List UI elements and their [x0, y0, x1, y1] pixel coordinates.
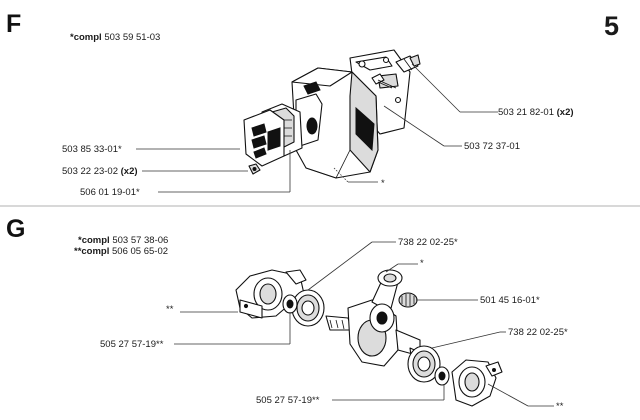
section-f-compl-prefix: *compl [70, 32, 102, 43]
callout-g-3-number: 501 45 16-01* [480, 295, 540, 306]
callout-f-2: 503 72 37-01 [464, 141, 520, 152]
muffler-body [291, 67, 379, 179]
callout-g-8-number: ** [556, 401, 564, 412]
muffler-cover [243, 109, 285, 167]
callout-f-3: 503 85 33-01* [62, 144, 122, 155]
callout-g-3: 501 45 16-01* [480, 295, 540, 306]
section-g-compl-1: *compl 503 57 38-06 [78, 235, 168, 246]
section-g-letter: G [6, 215, 25, 243]
callout-g-7-number: 505 27 57-19** [256, 395, 320, 406]
callout-f-1-qty: (x2) [557, 107, 574, 118]
muffler-nut [248, 163, 261, 175]
callout-f-4-qty: (x2) [121, 166, 138, 177]
callout-g-1: 738 22 02-25* [398, 237, 458, 248]
callout-g-4: ** [166, 304, 174, 315]
callout-f-6: 506 01 19-01* [80, 187, 140, 198]
muffler-screw-2 [371, 73, 397, 89]
left-bearing [291, 289, 325, 327]
callout-g-1-number: 738 22 02-25* [398, 237, 458, 248]
callout-f-1-number: 503 21 82-01 [498, 107, 554, 118]
callout-g-7: 505 27 57-19** [256, 395, 320, 406]
section-f-compl-number: 503 59 51-03 [104, 32, 160, 43]
callout-g-2: * [420, 258, 424, 269]
muffler-assembly [243, 49, 421, 179]
section-f-leaders [136, 63, 498, 193]
callout-f-5: * [381, 178, 385, 189]
callout-g-5-number: 505 27 57-19** [100, 339, 164, 350]
crankshaft-assembly [235, 269, 503, 407]
page-number: 5 [604, 11, 619, 41]
callout-g-5: 505 27 57-19** [100, 339, 164, 350]
section-g-leaders [174, 241, 554, 407]
section-f-letter: F [6, 10, 21, 38]
section-g-compl-1-prefix: *compl [78, 235, 110, 246]
callout-g-8: ** [556, 401, 564, 412]
callout-f-4: 503 22 23-02 (x2) [62, 166, 138, 177]
connecting-rod [369, 269, 403, 333]
callout-g-2-number: * [420, 258, 424, 269]
section-g-compl-2-prefix: **compl [74, 246, 109, 257]
callout-f-1: 503 21 82-01 (x2) [498, 107, 574, 118]
section-f-compl: *compl 503 59 51-03 [70, 32, 160, 43]
callout-g-6: 738 22 02-25* [508, 327, 568, 338]
muffler-screw [395, 54, 421, 73]
left-seal-ring [282, 294, 298, 314]
section-g-compl-2-number: 506 05 65-02 [112, 246, 168, 257]
section-g-compl-1-number: 503 57 38-06 [112, 235, 168, 246]
callout-g-6-number: 738 22 02-25* [508, 327, 568, 338]
right-seal-ring [434, 366, 450, 386]
callout-g-4-number: ** [166, 304, 174, 315]
section-g-compl-2: **compl 506 05 65-02 [74, 246, 168, 257]
right-crankcase-half [451, 359, 503, 407]
right-bearing [407, 345, 441, 383]
callout-f-4-number: 503 22 23-02 [62, 166, 118, 177]
callout-f-2-number: 503 72 37-01 [464, 141, 520, 152]
needle-bearing [398, 292, 418, 308]
callout-f-3-number: 503 85 33-01* [62, 144, 122, 155]
callout-f-6-number: 506 01 19-01* [80, 187, 140, 198]
callout-f-5-number: * [381, 178, 385, 189]
